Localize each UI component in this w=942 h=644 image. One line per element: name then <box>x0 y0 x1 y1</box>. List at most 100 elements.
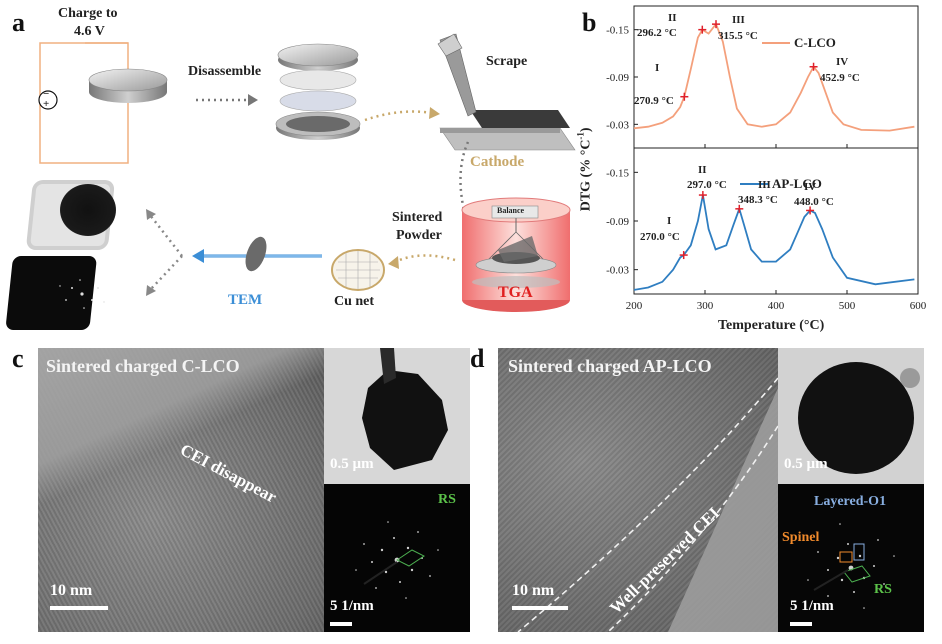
peak-marker-1-2 <box>698 25 707 34</box>
panel-d-scale-label: 10 nm <box>512 582 555 599</box>
peak-marker-1-4 <box>809 62 818 71</box>
panel-d-scale-bar <box>512 606 568 610</box>
cu-net-label: Cu net <box>334 294 375 309</box>
voltage-label: 4.6 V <box>74 24 105 39</box>
x-axis-label: Temperature (°C) <box>718 318 825 333</box>
legend-c-lco-text: C-LCO <box>794 35 836 50</box>
peak-marker-2-1 <box>679 251 688 260</box>
panel-c-fft <box>324 484 470 632</box>
y-tick-label-1-1: -0.09 <box>606 72 629 84</box>
y-tick-label-2-1: -0.09 <box>606 216 629 228</box>
series-c-lco <box>633 22 915 132</box>
peak-bottom-1-id: I <box>667 215 672 227</box>
peak-top-3-id: III <box>732 14 745 26</box>
dtg-chart-svg: -0.15 -0.09 -0.03 -0.15 -0.09 -0.03 200 300 400 5… <box>606 5 927 312</box>
peak-bottom-3-id: III <box>758 179 771 191</box>
panel-d-inset-scale-label: 0.5 µm <box>784 456 828 472</box>
panel-b-label: b <box>582 8 597 37</box>
y-tick-label-2-2: -0.03 <box>606 265 629 277</box>
panel-d-label: d <box>470 344 485 373</box>
panel-a-schematic <box>0 0 590 340</box>
peak-top-2-temp: 296.2 °C <box>637 27 677 39</box>
peak-marker-1-3 <box>712 20 721 29</box>
peak-top-4-temp: 452.9 °C <box>820 72 860 84</box>
panel-c-title: Sintered charged C-LCO <box>46 356 240 376</box>
tick-labels: -0.15 -0.09 -0.03 -0.15 -0.09 -0.03 200 300 400 5… <box>606 25 927 312</box>
peak-top-2-id: II <box>668 12 677 24</box>
peak-bottom-3-temp: 348.3 °C <box>738 194 778 206</box>
panel-c-inset-particle <box>324 348 470 484</box>
x-tick-label-4: 600 <box>910 300 927 312</box>
series-ap-lco <box>633 194 915 291</box>
charge-label: Charge to <box>58 6 118 21</box>
cathode-sheet-icon <box>439 110 576 151</box>
legend-ap-lco: AP-LCO <box>740 175 822 193</box>
peak-top-1-id: I <box>655 62 660 74</box>
to-tga-arrow <box>459 141 472 233</box>
series-line-2 <box>633 194 915 291</box>
output-chevron <box>146 209 183 296</box>
panel-c-scale-label: 10 nm <box>50 582 93 599</box>
peak-top-1-temp: 270.9 °C <box>634 95 674 107</box>
peak-marker-1-1 <box>680 92 689 101</box>
panel-c-inset-scale-label: 0.5 µm <box>330 456 374 472</box>
coin-cell-icon <box>88 68 168 103</box>
panel-c-vacuum-region <box>38 348 324 632</box>
panel-d-fft-spinel-label: Spinel <box>782 530 820 545</box>
diffraction-thumbnail <box>6 256 105 330</box>
scrape-label: Scrape <box>486 54 528 69</box>
peak-markers <box>679 20 818 260</box>
y-axis-label: DTG (% °C-1) <box>575 127 594 212</box>
scrape-arrow <box>364 107 440 122</box>
legend-c-lco-line <box>762 42 790 45</box>
tem-particle-thumbnail <box>26 180 116 250</box>
panel-c-scale-bar <box>50 606 108 610</box>
exploded-cell-icon <box>275 43 361 140</box>
y-tick-label-1-2: -0.03 <box>606 119 629 131</box>
tga-instrument-icon <box>461 197 571 312</box>
peak-top-4-id: IV <box>836 56 849 68</box>
x-tick-label-0: 200 <box>626 300 643 312</box>
x-tick-label-1: 300 <box>697 300 714 312</box>
bottom-panel-axes <box>633 147 919 295</box>
y-tick-label-1-0: -0.15 <box>606 25 629 37</box>
panel-c-label: c <box>12 344 24 373</box>
peak-top-3-temp: 315.5 °C <box>718 30 758 42</box>
peak-bottom-2-temp: 297.0 °C <box>687 179 727 191</box>
panel-d-fft-rs-label: RS <box>874 582 892 597</box>
tem-lens-icon <box>245 236 267 272</box>
battery-plus: + <box>43 98 50 110</box>
tem-label: TEM <box>228 292 263 308</box>
panel-c-fft-scale-bar <box>330 622 352 626</box>
powder-label: Powder <box>396 228 442 243</box>
series-line-1 <box>633 22 915 132</box>
disassemble-arrow <box>196 94 258 106</box>
panel-d-fft <box>778 484 924 632</box>
tga-label: TGA <box>498 284 533 301</box>
panel-d-fft-scale-bar <box>790 622 812 626</box>
cathode-label: Cathode <box>470 154 525 170</box>
x-tick-label-2: 400 <box>768 300 785 312</box>
panel-d-fft-layered-label: Layered-O1 <box>814 494 887 509</box>
panel-c-fft-scale-label: 5 1/nm <box>330 598 374 614</box>
panel-a-label: a <box>12 8 25 37</box>
peak-bottom-4-temp: 448.0 °C <box>794 196 834 208</box>
disassemble-label: Disassemble <box>188 64 262 79</box>
battery-minus: − <box>43 88 50 100</box>
peak-bottom-1-temp: 270.0 °C <box>640 231 680 243</box>
peak-marker-2-2 <box>698 191 707 200</box>
panel-d-hrtem-image <box>498 348 778 632</box>
x-tick-label-3: 500 <box>839 300 856 312</box>
battery-symbol <box>38 90 58 110</box>
panel-d-title: Sintered charged AP-LCO <box>508 356 712 376</box>
scraper-blade-icon <box>437 33 477 117</box>
panel-c-fft-rs-label: RS <box>438 492 456 507</box>
to-cunet-arrow <box>388 254 456 269</box>
peak-bottom-2-id: II <box>698 164 707 176</box>
panel-d-fft-scale-label: 5 1/nm <box>790 598 834 614</box>
dtg-chart: -0.15 -0.09 -0.03 -0.15 -0.09 -0.03 200 300 400 5… <box>580 0 942 344</box>
y-tick-label-2-0: -0.15 <box>606 167 629 179</box>
panel-d-inset-particle <box>778 348 924 484</box>
legend-c-lco: C-LCO <box>762 34 836 52</box>
peak-marker-2-3 <box>735 204 744 213</box>
